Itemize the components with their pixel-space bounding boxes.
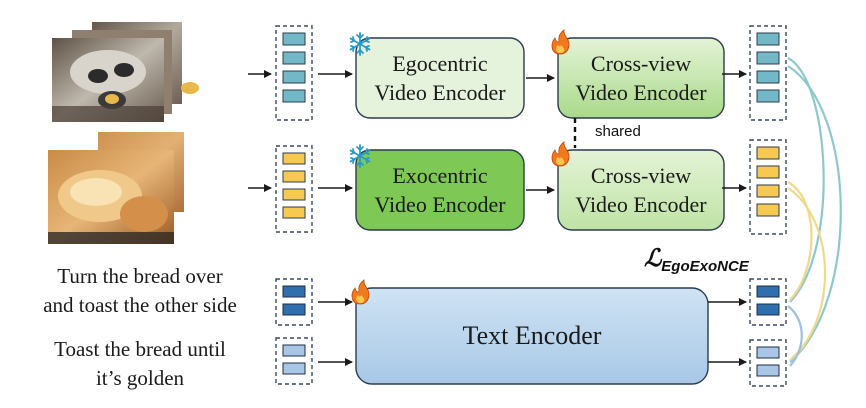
token	[756, 89, 780, 103]
cross-view-encoder-top: Cross-view Video Encoder	[557, 37, 725, 119]
flow-arrows	[248, 70, 747, 366]
token	[756, 364, 780, 377]
cross-top-line2: Video Encoder	[575, 80, 707, 105]
token	[756, 32, 780, 46]
token	[282, 362, 306, 375]
token	[756, 146, 780, 160]
token	[282, 89, 306, 103]
token	[756, 303, 780, 316]
caption-1-line1: Turn the bread over	[57, 264, 222, 288]
token	[282, 206, 306, 219]
token	[282, 32, 306, 46]
shared-label: shared	[595, 123, 641, 140]
token	[756, 285, 780, 298]
text-encoder: Text Encoder	[355, 287, 709, 385]
token-stack-text2-input	[275, 337, 313, 385]
loss-subscript: EgoExoNCE	[661, 258, 750, 275]
cross-view-encoder-bottom: Cross-view Video Encoder	[557, 149, 725, 231]
token	[756, 165, 780, 179]
caption-2-line1: Toast the bread until	[54, 337, 226, 361]
token-stack-text2-output	[749, 339, 787, 387]
token	[282, 170, 306, 183]
token-stack-exo-input	[275, 145, 313, 233]
exo-encoder: Exocentric Video Encoder	[355, 149, 525, 231]
ego-video-frames	[52, 22, 199, 122]
token	[756, 346, 780, 359]
curve-ego-text1	[787, 57, 825, 303]
curve-exo-text1	[787, 181, 813, 301]
token	[282, 285, 306, 298]
token-stack-text1-output	[749, 278, 787, 326]
cross-bottom-line1: Cross-view	[591, 163, 691, 188]
token	[282, 188, 306, 201]
text-encoder-label: Text Encoder	[463, 321, 602, 350]
token-stack-ego-input	[275, 25, 313, 121]
ego-encoder: Egocentric Video Encoder	[355, 37, 525, 119]
token-stack-text1-input	[275, 278, 313, 326]
contrastive-links	[787, 57, 842, 367]
curve-exo-text2	[787, 187, 827, 361]
token	[282, 303, 306, 316]
snowflake-icon	[349, 144, 371, 168]
token-stack-ego-output	[749, 25, 787, 121]
token	[282, 70, 306, 84]
flame-icon	[351, 279, 370, 305]
exo-video-frames	[48, 132, 184, 244]
token	[756, 203, 780, 217]
caption-1-line2: and toast the other side	[43, 293, 237, 317]
loss-symbol: ℒ	[644, 246, 663, 272]
caption-2-line2: it’s golden	[96, 366, 185, 390]
token	[282, 51, 306, 65]
exo-encoder-line1: Exocentric	[392, 163, 488, 188]
token	[282, 344, 306, 357]
flame-icon	[551, 141, 570, 167]
cross-top-line1: Cross-view	[591, 51, 691, 76]
token	[282, 152, 306, 165]
cross-bottom-line2: Video Encoder	[575, 192, 707, 217]
token	[756, 70, 780, 84]
flame-icon	[551, 29, 570, 55]
exo-encoder-line2: Video Encoder	[374, 192, 506, 217]
curve-text1-text2	[787, 305, 803, 367]
curve-ego-text2	[787, 65, 842, 363]
snowflake-icon	[349, 32, 371, 56]
ego-encoder-line1: Egocentric	[392, 51, 488, 76]
token	[756, 184, 780, 198]
ego-encoder-line2: Video Encoder	[374, 80, 506, 105]
token-stack-exo-output	[749, 139, 787, 235]
token	[756, 51, 780, 65]
loss-label: ℒEgoExoNCE	[644, 246, 750, 275]
